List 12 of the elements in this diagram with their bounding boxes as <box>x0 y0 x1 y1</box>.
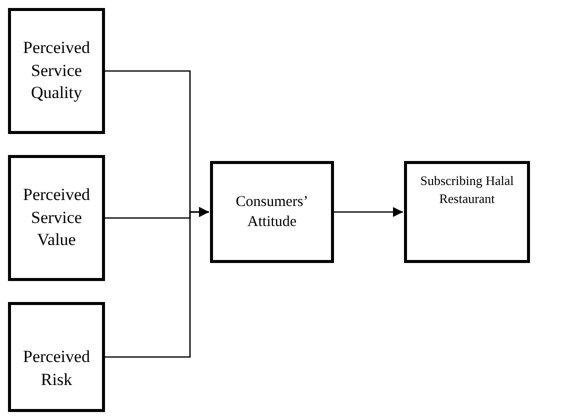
process-box <box>404 161 530 263</box>
process-box <box>210 161 334 263</box>
box-label: Subscribing Halal Restaurant <box>419 172 515 208</box>
box-label: Consumers’ Attitude <box>234 192 310 232</box>
arrow <box>334 207 403 217</box>
box-label: Perceived Risk <box>22 346 92 391</box>
process-box <box>8 8 105 134</box>
box-label: Perceived Service Quality <box>22 36 92 104</box>
process-box <box>8 155 105 281</box>
box-label: Perceived Service Value <box>22 184 92 252</box>
arrow <box>105 207 209 358</box>
process-box <box>8 302 105 412</box>
